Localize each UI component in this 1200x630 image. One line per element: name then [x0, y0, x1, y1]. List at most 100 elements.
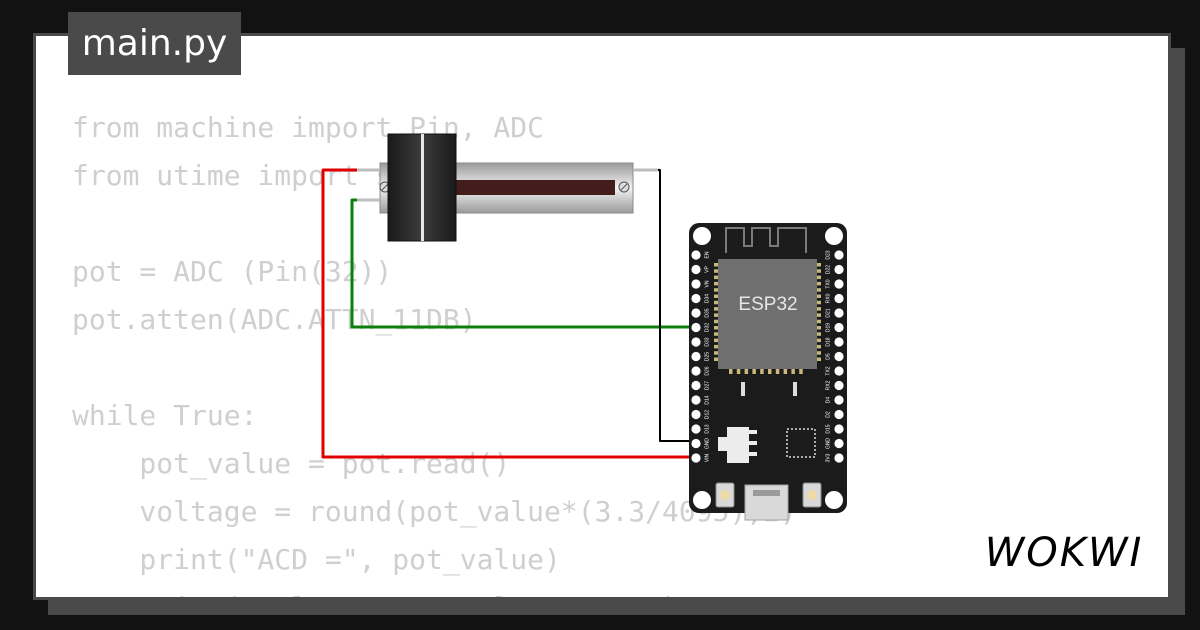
chip-pad	[714, 263, 718, 267]
smd-component	[741, 382, 745, 396]
chip-pad	[817, 281, 821, 286]
pin-label: D35	[704, 308, 710, 317]
pin-label: EN	[704, 251, 710, 258]
chip-pads	[714, 263, 821, 396]
mount-hole	[693, 491, 711, 509]
en-button[interactable]	[715, 482, 735, 508]
chip-pad	[714, 288, 718, 292]
filename-label: main.py	[81, 23, 228, 64]
pin-right-d18[interactable]	[834, 337, 844, 347]
code-line: pot = ADC (Pin(32))	[72, 255, 393, 288]
pin-right-d5[interactable]	[834, 351, 844, 362]
chip-pad	[760, 369, 764, 374]
pin-left-vp[interactable]	[691, 264, 701, 275]
chip-pad	[817, 263, 821, 267]
chip-pad	[817, 357, 821, 361]
pin-label: TX0	[825, 279, 831, 288]
esp32-module	[718, 259, 817, 369]
pin-right-d22[interactable]	[834, 264, 844, 275]
pin-label: D14	[704, 395, 710, 404]
pin-left-d13[interactable]	[691, 424, 701, 434]
pin-label: D4	[825, 397, 831, 404]
pin-label: D22	[825, 265, 831, 274]
pin-label: RX0	[825, 293, 831, 303]
chip-pad	[817, 319, 821, 324]
pin-label: 3V3	[825, 453, 831, 462]
usb-port	[744, 484, 789, 521]
chip-pad	[714, 313, 718, 317]
mount-hole	[693, 227, 711, 245]
pin-right-d21[interactable]	[834, 308, 844, 318]
filename-tab[interactable]: main.py	[68, 12, 241, 75]
pin-label: D21	[825, 308, 831, 317]
chip-pad	[817, 313, 821, 317]
pin-left-d34[interactable]	[691, 293, 701, 304]
left-pin-header: ENVPVND34D35D32D33D25D26D27D14D12D13GNDV…	[691, 250, 710, 463]
esp32-board[interactable]: ESP32 ENVPVND34D35D32D33D25D26D27D14D12D…	[689, 223, 847, 521]
wire-vcc[interactable]	[321, 168, 696, 459]
pin-label: TX2	[825, 366, 831, 375]
chip-pad	[775, 369, 780, 374]
smd-component	[793, 382, 797, 396]
code-line: print("Voltage =", voltage, "V")	[72, 584, 797, 597]
pin-left-d33[interactable]	[691, 337, 701, 347]
pin-label: D18	[825, 337, 831, 346]
chip-pad	[714, 300, 718, 305]
pin-right-rx2[interactable]	[834, 380, 844, 391]
chip-label: ESP32	[738, 294, 797, 315]
code-line: while True:	[72, 399, 258, 432]
pin-label: D26	[704, 366, 710, 375]
pin-right-d23[interactable]	[834, 250, 844, 260]
pin-right-d15[interactable]	[834, 424, 844, 434]
pin-left-vn[interactable]	[691, 279, 701, 289]
mount-hole	[825, 227, 843, 245]
pin-left-d26[interactable]	[691, 366, 701, 376]
wire-signal[interactable]	[350, 198, 696, 329]
chip-pad	[799, 369, 803, 374]
pin-label: D27	[704, 381, 710, 390]
chip-pad	[714, 326, 718, 330]
chip-pad	[817, 294, 821, 298]
wires	[321, 168, 696, 459]
code-line: pot_value = pot.read()	[72, 447, 511, 480]
pin-left-vin[interactable]	[691, 453, 701, 463]
pin-right-d19[interactable]	[834, 322, 844, 333]
boot-button[interactable]	[802, 482, 822, 508]
pin-label: D33	[704, 337, 710, 346]
pin-left-gnd[interactable]	[691, 438, 701, 449]
pin-left-d32[interactable]	[691, 322, 701, 333]
chip-pad	[817, 288, 821, 292]
pin-left-en[interactable]	[691, 250, 701, 260]
chip-pad	[714, 351, 718, 355]
pin-right-3v3[interactable]	[834, 453, 844, 463]
pin-label: D5	[825, 353, 831, 360]
chip-pad	[714, 357, 718, 361]
chip-pad	[817, 338, 821, 343]
pin-left-d14[interactable]	[691, 395, 701, 405]
chip-pad	[817, 351, 821, 355]
pin-left-d12[interactable]	[691, 409, 701, 420]
antenna-trace	[725, 227, 807, 253]
chip-pad	[736, 369, 741, 374]
pin-right-d2[interactable]	[834, 409, 844, 420]
pin-right-gnd[interactable]	[834, 438, 844, 449]
pin-right-tx0[interactable]	[834, 279, 844, 289]
slider-knob[interactable]	[387, 133, 457, 242]
wire-gnd[interactable]	[658, 169, 696, 442]
pin-right-rx0[interactable]	[834, 293, 844, 304]
logo-text: WOKWI	[985, 530, 1144, 576]
chip-pad	[714, 275, 718, 280]
slide-potentiometer[interactable]	[355, 133, 660, 242]
pin-right-tx2[interactable]	[834, 366, 844, 376]
pin-right-d4[interactable]	[834, 395, 844, 405]
pin-left-d35[interactable]	[691, 308, 701, 318]
pin-label: D2	[825, 411, 831, 418]
chip-pad	[768, 369, 772, 374]
pin-label: D19	[825, 323, 831, 332]
chip-pad	[817, 307, 821, 311]
mount-hole	[825, 491, 843, 509]
voltage-regulator	[727, 427, 749, 463]
pin-left-d27[interactable]	[691, 380, 701, 391]
pin-left-d25[interactable]	[691, 351, 701, 362]
